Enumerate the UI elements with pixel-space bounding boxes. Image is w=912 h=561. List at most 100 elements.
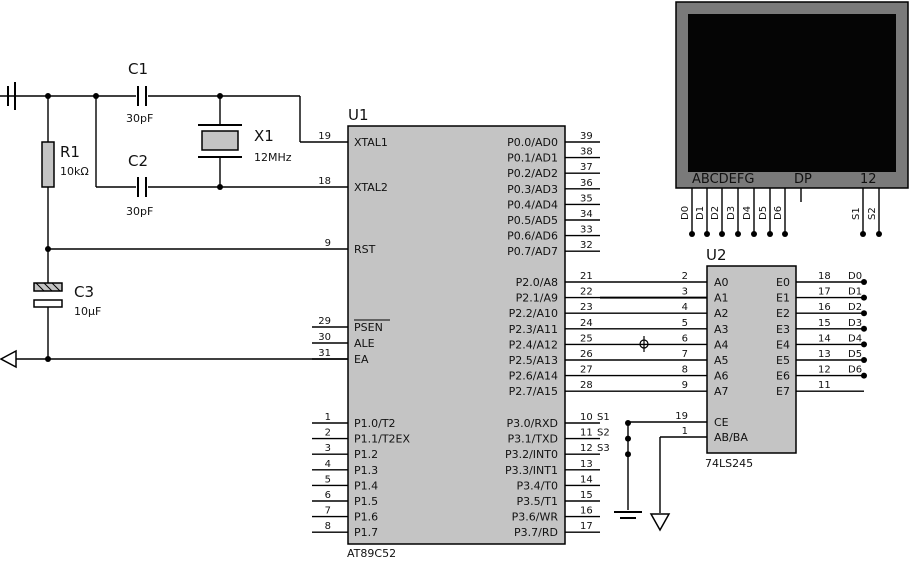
u2-pin-name: A5: [714, 354, 729, 367]
u1-pin-name: P2.2/A10: [509, 307, 558, 320]
u1-pin-name: EA: [354, 353, 369, 366]
u1-pin-name: P3.2/INT0: [505, 448, 558, 461]
ground-arrow-left: [0, 349, 17, 369]
u1-pin-number: 11: [580, 428, 593, 439]
u2-net-label: D3: [848, 318, 862, 329]
u1-pin-name: P0.1/AD1: [507, 152, 558, 165]
net-terminal: [861, 372, 867, 379]
display-digit-label: 12: [860, 172, 877, 187]
capacitor-c1[interactable]: [137, 86, 147, 106]
display-net-label: S2: [867, 207, 878, 220]
net-terminal: [689, 231, 695, 237]
u1-pin-name: PSEN: [354, 321, 383, 334]
vcc-terminal: [7, 82, 16, 110]
u1-pin-name: P0.5/AD5: [507, 214, 558, 227]
u2-net-label: D5: [848, 349, 862, 360]
u2-pin-name: AB/BA: [714, 431, 748, 444]
u1-pin-number: 28: [580, 380, 593, 391]
u2-net-label: D0: [848, 271, 862, 282]
u1-pin-name: P0.2/AD2: [507, 167, 558, 180]
u1-pin-name: XTAL1: [354, 136, 388, 149]
u1-pin-number: 19: [318, 131, 331, 142]
u2-pin-number: 6: [682, 333, 688, 344]
u2-pin-number: 9: [682, 380, 688, 391]
u2-pin-number: 13: [818, 349, 831, 360]
junction-dots: [45, 93, 223, 362]
x1-value: 12MHz: [254, 151, 292, 164]
p3-junction-dots: [625, 420, 631, 458]
u1-net-label: S1: [597, 412, 610, 423]
x1-ref: X1: [254, 127, 274, 145]
crystal-x1[interactable]: [198, 124, 242, 158]
junction-dot: [625, 435, 631, 442]
u1-pin-name: P1.3: [354, 464, 378, 477]
u1-pin-number: 33: [580, 225, 593, 236]
u1-pin-number: 37: [580, 162, 593, 173]
u1-pin-number: 31: [318, 348, 331, 359]
u1-pin-name: XTAL2: [354, 181, 388, 194]
u1-pin-name: P2.5/A13: [509, 354, 558, 367]
u2-net-label: D4: [848, 333, 862, 344]
u1-pin-name: P2.1/A9: [516, 292, 558, 305]
u1-pin-name: P1.4: [354, 479, 378, 492]
resistor-r1[interactable]: [41, 141, 55, 188]
u2-pin-number: 15: [818, 318, 831, 329]
u1-pin-number: 15: [580, 490, 593, 501]
c2-value: 30pF: [126, 205, 153, 218]
u1-pin-name: P1.1/T2EX: [354, 433, 411, 446]
u1-pin-name: P3.5/T1: [516, 495, 558, 508]
u1-pin-name: P1.5: [354, 495, 378, 508]
u1-pin-number: 22: [580, 287, 593, 298]
capacitor-c2[interactable]: [137, 177, 147, 197]
u1-pin-name: P1.2: [354, 448, 378, 461]
u1-pin-number: 17: [580, 521, 593, 532]
u2-pin-name: E2: [776, 307, 790, 320]
u1-pin-name: P0.7/AD7: [507, 245, 558, 258]
u2-pin-number: 5: [682, 318, 688, 329]
u1-pin-number: 26: [580, 349, 593, 360]
net-terminal: [876, 231, 882, 237]
u1-pin-name: P3.3/INT1: [505, 464, 558, 477]
u1-pin-number: 21: [580, 271, 593, 282]
u1-pin-name: P2.6/A14: [509, 370, 558, 383]
net-terminal: [861, 325, 867, 332]
junction-dot: [625, 451, 631, 458]
display-net-label: D1: [695, 206, 706, 220]
r1-ref: R1: [60, 143, 80, 161]
u1-pin-number: 14: [580, 474, 593, 485]
u1-pin-name: P0.4/AD4: [507, 198, 558, 211]
u1-pin-name: P0.6/AD6: [507, 230, 558, 243]
capacitor-c3[interactable]: [33, 282, 63, 308]
u1-body[interactable]: [347, 125, 566, 545]
display-net-label: D2: [710, 206, 721, 220]
display-screen: [688, 14, 896, 172]
u1-part: AT89C52: [347, 547, 396, 560]
u1-pin-name: P2.7/A15: [509, 385, 558, 398]
u2-pin-name: CE: [714, 416, 729, 429]
u1-pin-number: 29: [318, 316, 331, 327]
u2-pin-number: 2: [682, 271, 688, 282]
u1-pin-name: P1.7: [354, 526, 378, 539]
net-terminal: [861, 341, 867, 348]
u1-pin-number: 12: [580, 443, 593, 454]
u1-pin-number: 13: [580, 459, 593, 470]
u2-body[interactable]: [706, 265, 797, 454]
display-net-label: D4: [742, 206, 753, 220]
u2-pin-name: E4: [776, 338, 790, 351]
u2-pin-number: 18: [818, 271, 831, 282]
r1-value: 10kΩ: [60, 165, 89, 178]
u2-pin-number: 17: [818, 287, 831, 298]
u2-pin-number: 7: [682, 349, 688, 360]
u2-pin-name: E7: [776, 385, 790, 398]
display-dp-label: DP: [794, 172, 812, 187]
u1-pin-name: P3.1/TXD: [507, 433, 558, 446]
u1-pin-name: P0.3/AD3: [507, 183, 558, 196]
u2-pin-name: A2: [714, 307, 729, 320]
u2-pin-name: A0: [714, 276, 729, 289]
u1-pin-number: 5: [325, 474, 331, 485]
u1-pin-number: 6: [325, 490, 331, 501]
